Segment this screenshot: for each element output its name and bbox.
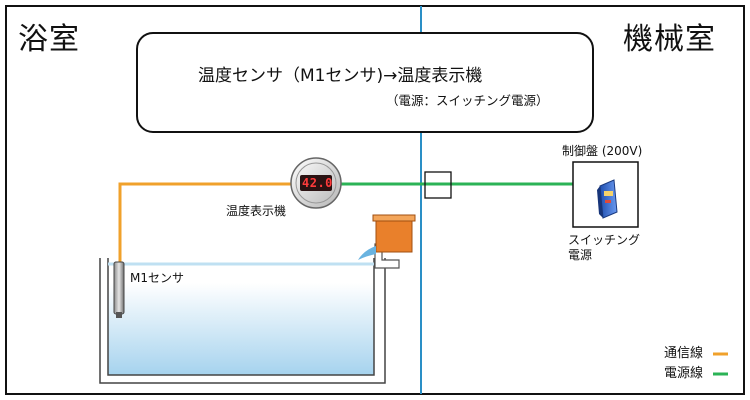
switching-psu-label-line2: 電源: [568, 248, 593, 262]
temperature-display-screen: [300, 175, 332, 191]
sensor-label: M1センサ: [130, 271, 184, 285]
sensor-probe: [113, 261, 125, 315]
bathtub-water: [108, 283, 374, 375]
signal-line: [118, 182, 292, 266]
room-label-bathroom: 浴室: [18, 22, 80, 57]
inlet-box-lid: [372, 214, 416, 222]
control-panel-label: 制御盤 (200V): [562, 144, 643, 158]
temperature-display-label: 温度表示機: [226, 204, 287, 218]
outer-border: [5, 5, 745, 395]
title-box: [136, 32, 594, 133]
wall-passthrough: [424, 171, 452, 199]
legend-signal-label: 通信線: [664, 346, 704, 361]
room-label-machine-room: 機械室: [623, 22, 716, 57]
diagram-subtitle: （電源：スイッチング電源）: [386, 93, 549, 108]
water-splash: [358, 246, 376, 260]
switching-psu-label-line1: スイッチング: [568, 233, 641, 247]
inlet-box: [375, 217, 413, 253]
display-reading: 42.0: [302, 176, 333, 190]
temperature-display-ring: [295, 162, 337, 204]
switching-psu-icon: [597, 179, 618, 219]
legend-power-label: 電源線: [664, 366, 704, 381]
bathtub-outline: [99, 258, 386, 384]
sensor-probe-tip: [116, 312, 122, 318]
diagram-title: 温度センサ（M1センサ)→温度表示機: [198, 66, 483, 86]
